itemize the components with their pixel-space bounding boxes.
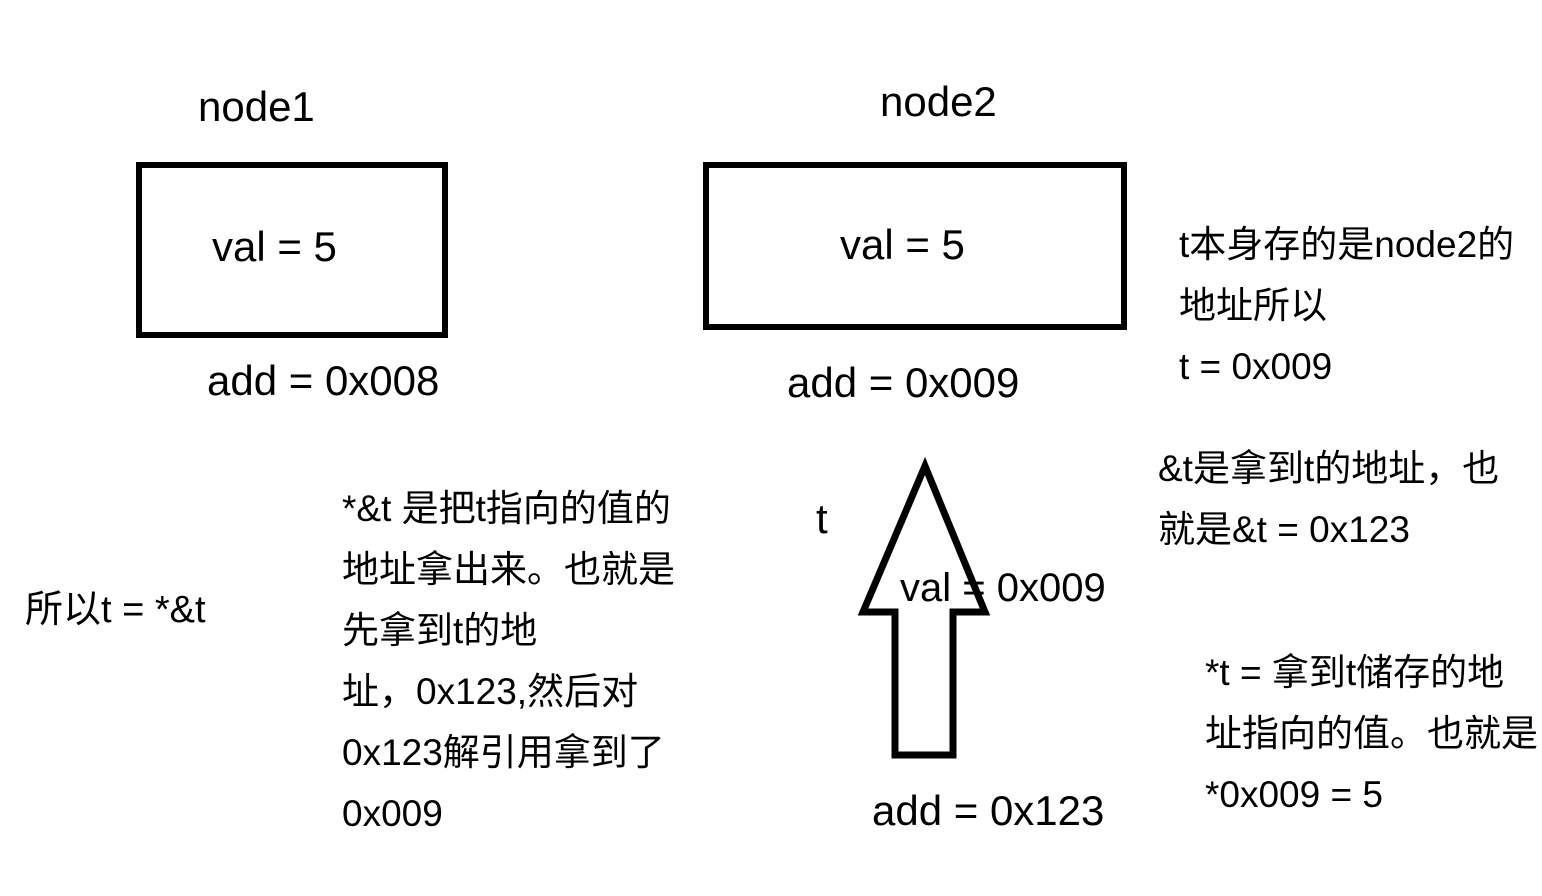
note-deref-steps-line: *&t 是把t指向的值的 xyxy=(342,488,671,529)
node2-title: node2 xyxy=(880,78,997,125)
note-deref-t: *t = 拿到t储存的地 址指向的值。也就是 *0x009 = 5 xyxy=(1205,642,1538,825)
note-t-identity-line: 地址所以 xyxy=(1179,285,1327,326)
note-t-identity-line: t本身存的是node2的 xyxy=(1179,224,1515,265)
note-conclusion: 所以t = *&t xyxy=(25,589,206,631)
node1-address: add = 0x008 xyxy=(207,357,440,404)
note-deref-t-line: *t = 拿到t储存的地 xyxy=(1205,652,1505,693)
note-deref-steps-line: 0x123解引用拿到了 xyxy=(342,732,665,773)
note-t-identity: t本身存的是node2的 地址所以 t = 0x009 xyxy=(1179,214,1514,397)
node1-value: val = 5 xyxy=(212,223,337,270)
node2-address: add = 0x009 xyxy=(787,359,1020,406)
node1-box xyxy=(136,162,448,338)
pointer-t-value: val = 0x009 xyxy=(900,566,1106,610)
note-address-of-t: &t是拿到t的地址，也 就是&t = 0x123 xyxy=(1158,438,1499,560)
note-deref-steps-line: 址，0x123,然后对 xyxy=(342,671,639,712)
pointer-t-address: add = 0x123 xyxy=(872,787,1105,834)
note-t-identity-line: t = 0x009 xyxy=(1179,346,1333,387)
note-deref-steps-line: 先拿到t的地 xyxy=(342,610,538,651)
pointer-t-label: t xyxy=(816,495,828,542)
node2-box xyxy=(703,162,1127,330)
note-deref-steps-line: 0x009 xyxy=(342,793,443,834)
note-deref-steps-line: 地址拿出来。也就是 xyxy=(342,549,675,590)
note-deref-t-line: 址指向的值。也就是 xyxy=(1205,713,1538,754)
node1-title: node1 xyxy=(198,83,315,130)
note-deref-t-line: *0x009 = 5 xyxy=(1205,774,1383,815)
note-address-of-t-line: 就是&t = 0x123 xyxy=(1158,509,1410,550)
node2-value: val = 5 xyxy=(840,221,965,268)
note-address-of-t-line: &t是拿到t的地址，也 xyxy=(1158,448,1500,489)
note-deref-steps: *&t 是把t指向的值的 地址拿出来。也就是 先拿到t的地 址，0x123,然后… xyxy=(342,478,675,844)
